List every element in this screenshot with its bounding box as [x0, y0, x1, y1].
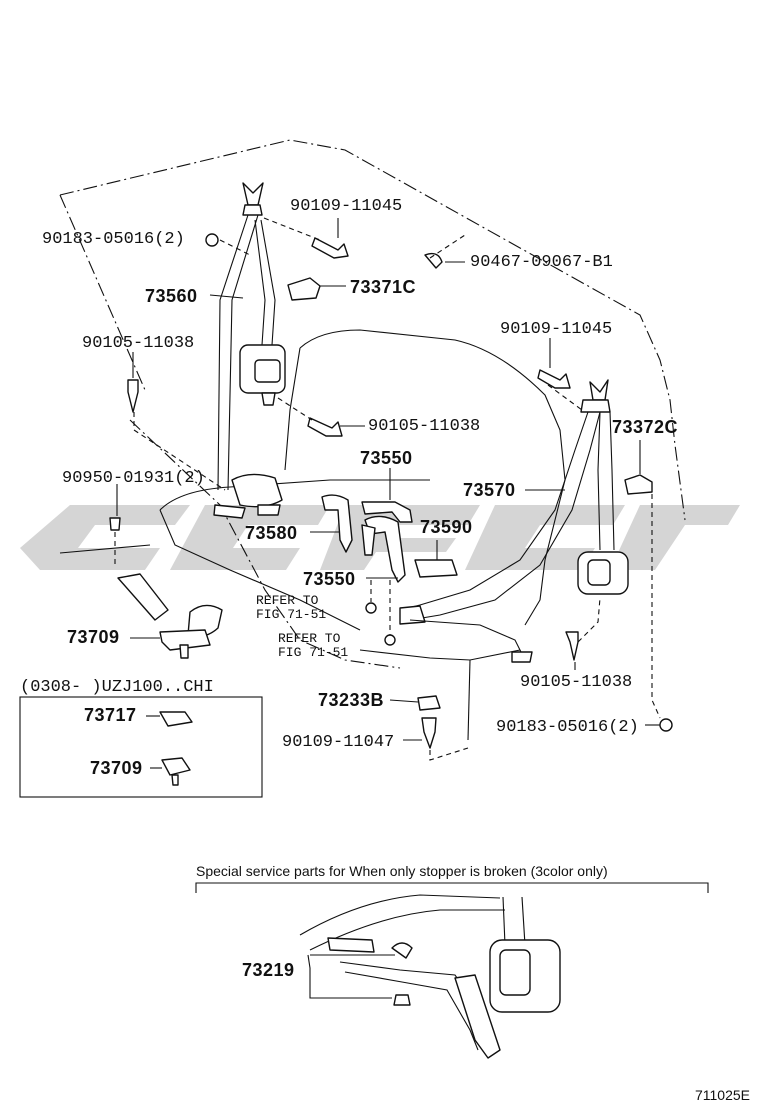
- label-73709-top: 73709: [67, 627, 120, 647]
- label-90109-right: 90109-11045: [500, 320, 612, 339]
- bracket-73372C: [624, 474, 653, 495]
- label-73219: 73219: [242, 960, 295, 980]
- part-labels: 90183-05016(2) 90109-11045 90467-09067-B…: [42, 197, 678, 752]
- label-73550-top: 73550: [360, 448, 413, 468]
- bracket-73233B: [417, 695, 441, 711]
- label-90105-left: 90105-11038: [82, 334, 194, 353]
- label-73590: 73590: [420, 517, 473, 537]
- cover-73371C: [287, 277, 321, 301]
- label-90105-right: 90105-11038: [520, 673, 632, 692]
- buckle-73550: [361, 501, 458, 583]
- special-service-section: Special service parts for When only stop…: [195, 863, 709, 1059]
- label-73580: 73580: [245, 523, 298, 543]
- special-note: Special service parts for When only stop…: [196, 863, 608, 879]
- bolts: [109, 233, 673, 749]
- label-90183-right: 90183-05016(2): [496, 718, 639, 737]
- label-refer1-b: FIG 71-51: [256, 607, 326, 622]
- label-73550-bottom: 73550: [303, 569, 356, 589]
- body-outline: [59, 139, 686, 669]
- label-90950: 90950-01931(2): [62, 469, 205, 488]
- label-73560: 73560: [145, 286, 198, 306]
- buckle-73580: [213, 473, 353, 553]
- inset-label-73709: 73709: [90, 758, 143, 778]
- belt-73560: [217, 182, 286, 491]
- label-refer2-b: FIG 71-51: [278, 645, 348, 660]
- label-90109-top: 90109-11045: [290, 197, 402, 216]
- inset-uzj100: (0308- )UZJ100..CHI 73717 73709: [19, 678, 263, 798]
- inset-header: (0308- )UZJ100..CHI: [20, 678, 214, 697]
- label-refer1-a: REFER TO: [256, 593, 319, 608]
- label-73233B: 73233B: [318, 690, 384, 710]
- label-73570: 73570: [463, 480, 516, 500]
- label-90105-mid: 90105-11038: [368, 417, 480, 436]
- belt-73570: [399, 379, 629, 663]
- label-90109-bottom: 90109-11047: [282, 733, 394, 752]
- inset-label-73717: 73717: [84, 705, 137, 725]
- label-refer2-a: REFER TO: [278, 631, 341, 646]
- label-90183-top: 90183-05016(2): [42, 230, 185, 249]
- label-73372C: 73372C: [612, 417, 678, 437]
- dashed-connectors: [114, 217, 661, 761]
- figure-code: 711025E: [695, 1087, 750, 1103]
- label-90467: 90467-09067-B1: [470, 253, 613, 272]
- leader-lines: [116, 218, 660, 741]
- anchor-73709: [117, 573, 223, 659]
- label-73371C: 73371C: [350, 277, 416, 297]
- watermark-logo: [20, 505, 740, 570]
- rear-seat-outline: [59, 329, 566, 741]
